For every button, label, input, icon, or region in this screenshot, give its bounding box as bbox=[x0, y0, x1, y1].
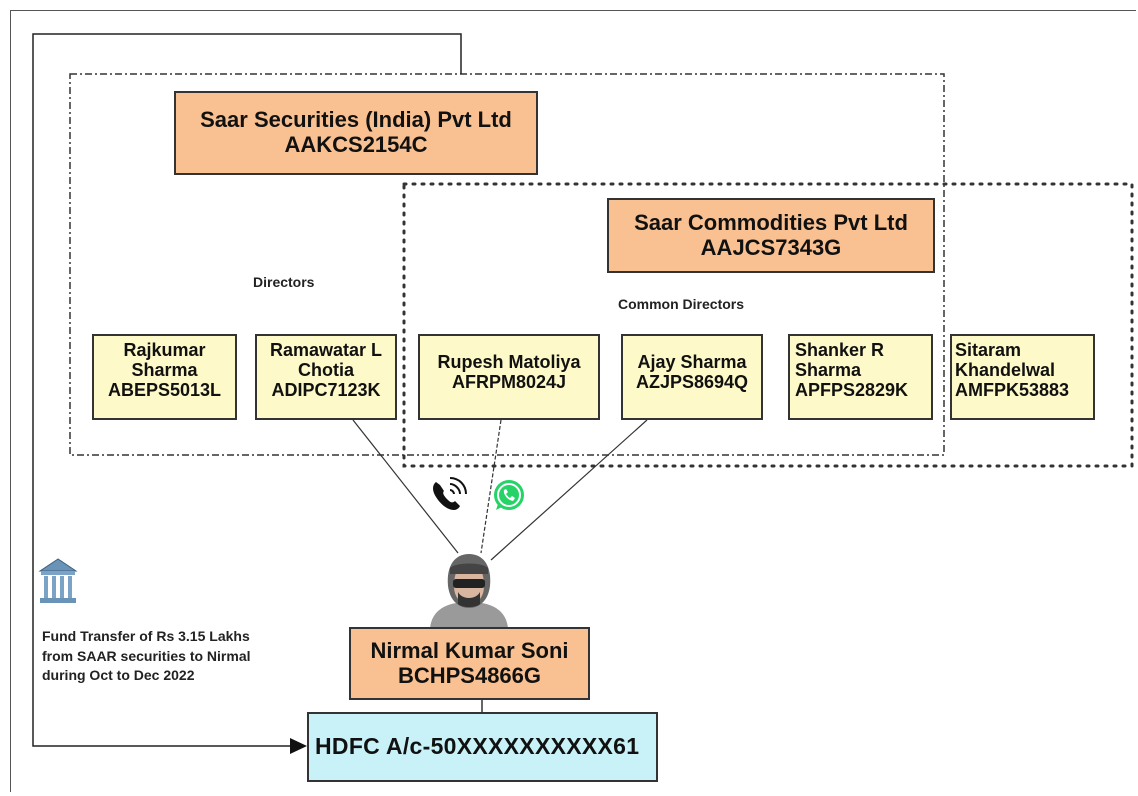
fund-transfer-line1: Fund Transfer of Rs 3.15 Lakhs bbox=[42, 628, 250, 644]
hooded-person-icon bbox=[430, 554, 508, 628]
director-name-line1: Rajkumar bbox=[123, 340, 206, 360]
saar-commodities-name: Saar Commodities Pvt Ltd bbox=[634, 209, 908, 235]
director-pan: AZJPS8694Q bbox=[635, 372, 749, 393]
nirmal-pan: BCHPS4866G bbox=[397, 662, 542, 688]
fund-transfer-line3: during Oct to Dec 2022 bbox=[42, 667, 195, 684]
nirmal-kumar-soni-box: Nirmal Kumar Soni BCHPS4866G bbox=[349, 627, 590, 700]
director-name-line2: Chotia bbox=[298, 360, 354, 381]
whatsapp-icon bbox=[494, 480, 524, 510]
connector-ajay bbox=[490, 419, 648, 561]
fund-flow-line bbox=[32, 33, 462, 747]
director-rajkumar-sharma: Rajkumar Sharma ABEPS5013L bbox=[92, 334, 237, 420]
saar-securities-name: Saar Securities (India) Pvt Ltd bbox=[200, 107, 512, 133]
fund-transfer-note: Fund Transfer of Rs 3.15 Lakhs from SAAR… bbox=[42, 627, 251, 686]
director-ramawatar-chotia: Ramawatar L Chotia ADIPC7123K bbox=[255, 334, 397, 420]
diagram-frame bbox=[10, 10, 1136, 792]
connector-matoliya bbox=[480, 419, 502, 554]
saar-securities-pan: AAKCS2154C bbox=[284, 132, 428, 157]
director-name-line1: Shanker R bbox=[795, 340, 885, 360]
fund-flow-arrowhead bbox=[290, 738, 307, 754]
director-pan: AFRPM8024J bbox=[451, 372, 567, 393]
director-name-line1: Sitaram bbox=[955, 340, 1022, 360]
directors-label: Directors bbox=[253, 274, 315, 290]
bank-icon bbox=[38, 558, 78, 603]
saar-securities-box: Saar Securities (India) Pvt Ltd AAKCS215… bbox=[174, 91, 538, 175]
phone-icon bbox=[433, 477, 467, 510]
director-name-line2: Khandelwal bbox=[955, 360, 1056, 381]
director-ajay-sharma: Ajay Sharma AZJPS8694Q bbox=[621, 334, 763, 420]
director-name-line2: Sharma bbox=[795, 360, 862, 381]
fund-transfer-line2: from SAAR securities to Nirmal bbox=[42, 647, 251, 664]
director-name-line1: Rupesh Matoliya bbox=[437, 352, 581, 372]
director-name-line2: Sharma bbox=[131, 360, 198, 381]
saar-commodities-pan: AAJCS7343G bbox=[700, 234, 842, 260]
connector-chotia bbox=[352, 419, 459, 554]
common-directors-label: Common Directors bbox=[618, 296, 745, 312]
director-name-line1: Ajay Sharma bbox=[637, 352, 747, 372]
director-sitaram-khandelwal: Sitaram Khandelwal AMFPK53883 bbox=[950, 334, 1095, 420]
saar-commodities-box: Saar Commodities Pvt Ltd AAJCS7343G bbox=[607, 198, 935, 273]
director-pan: AMFPK53883 bbox=[955, 380, 1070, 401]
hdfc-account-box: HDFC A/c-50XXXXXXXXXX61 bbox=[307, 712, 658, 782]
director-name-line1: Ramawatar L bbox=[269, 340, 383, 360]
director-pan: ABEPS5013L bbox=[107, 380, 222, 401]
director-pan: ADIPC7123K bbox=[271, 380, 381, 401]
hdfc-account-label: HDFC A/c-50XXXXXXXXXX61 bbox=[315, 733, 640, 760]
saar-securities-group-border bbox=[69, 73, 945, 456]
director-shanker-sharma: Shanker R Sharma APFPS2829K bbox=[788, 334, 933, 420]
nirmal-name: Nirmal Kumar Soni bbox=[370, 637, 569, 663]
director-rupesh-matoliya: Rupesh Matoliya AFRPM8024J bbox=[418, 334, 600, 420]
director-pan: APFPS2829K bbox=[795, 380, 909, 401]
